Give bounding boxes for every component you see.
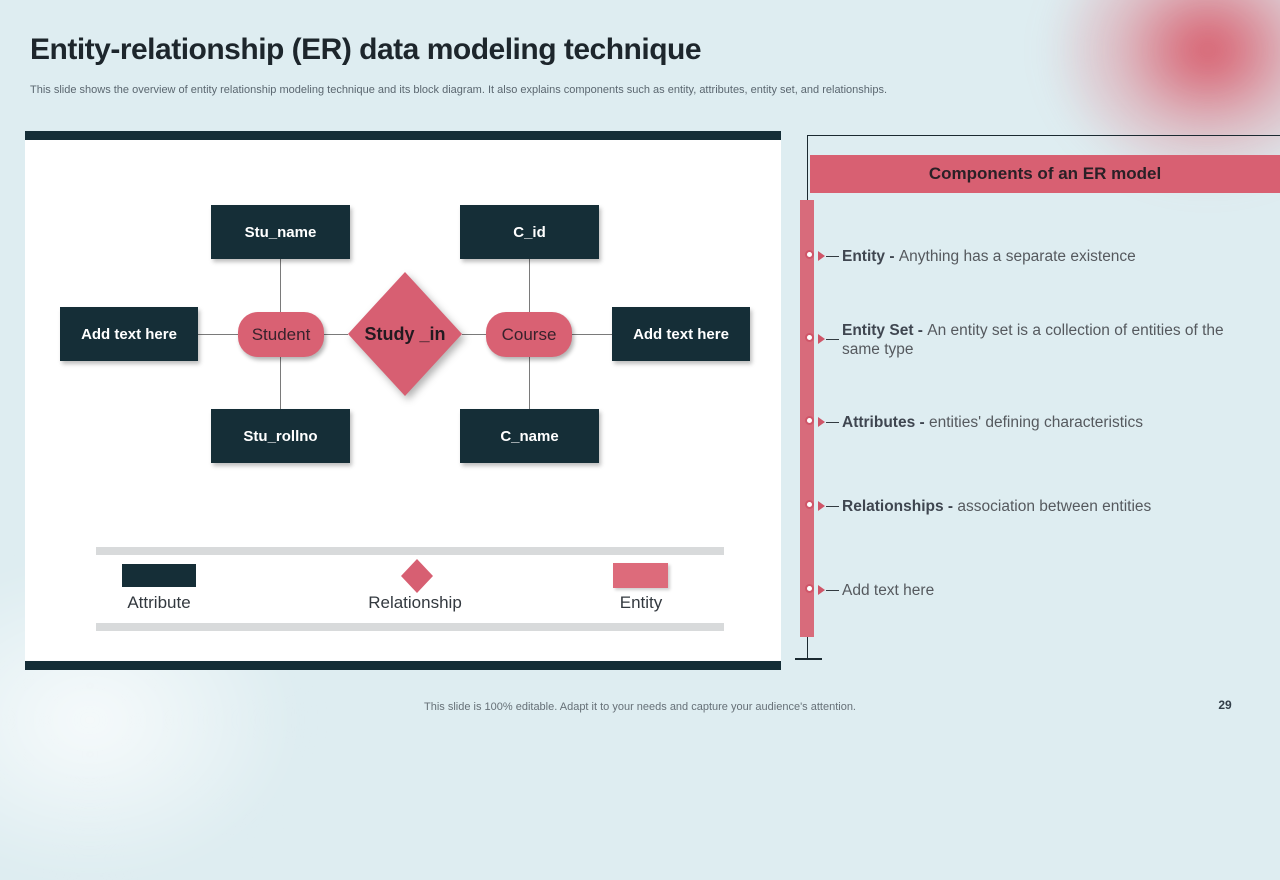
attribute-node-stu-name[interactable]: Stu_name [211, 205, 350, 259]
list-item-entity-set: Entity Set - An entity set is a collecti… [800, 321, 1270, 359]
page-number: 29 [1218, 698, 1232, 712]
entity-node-course[interactable]: Course [486, 312, 572, 357]
attribute-node-c-name[interactable]: C_name [460, 409, 599, 463]
er-diagram-panel: Stu_name C_id Stu_rollno C_name Add text… [25, 131, 781, 670]
list-item-term: Entity Set - [842, 322, 928, 339]
connector-student-relationship [324, 334, 348, 335]
placeholder-box-left[interactable]: Add text here [60, 307, 198, 361]
legend-divider-bottom [96, 623, 724, 631]
components-panel-header: Components of an ER model [810, 155, 1280, 193]
legend-label-attribute: Attribute [127, 593, 191, 612]
timeline-connector-line [826, 339, 839, 340]
components-panel-end-cap [795, 658, 822, 660]
timeline-connector-line [826, 506, 839, 507]
timeline-arrow-icon [818, 501, 825, 511]
entity-node-student[interactable]: Student [238, 312, 324, 357]
panel-bottom-bar [25, 661, 781, 670]
list-item-term: Entity - [842, 248, 899, 265]
timeline-marker-icon [805, 250, 814, 259]
connector-stuname-student [280, 259, 281, 312]
timeline-arrow-icon [818, 417, 825, 427]
slide-description: This slide shows the overview of entity … [30, 84, 888, 96]
timeline-connector-line [826, 256, 839, 257]
timeline-arrow-icon [818, 334, 825, 344]
entity-swatch-icon [613, 563, 668, 588]
list-item-attributes: Attributes - entities' defining characte… [800, 413, 1270, 432]
connector-course-right-placeholder [572, 334, 612, 335]
timeline-marker-icon [805, 500, 814, 509]
connector-left-placeholder-student [198, 334, 238, 335]
list-item-relationships: Relationships - association between enti… [800, 497, 1270, 516]
panel-top-bar [25, 131, 781, 140]
timeline-marker-icon [805, 584, 814, 593]
page-title: Entity-relationship (ER) data modeling t… [30, 33, 702, 66]
connector-cid-course [529, 259, 530, 312]
list-item-term: Attributes - [842, 414, 929, 431]
connector-course-cname [529, 357, 530, 409]
legend-divider-top [96, 547, 724, 555]
relationship-node-study-in[interactable]: Study _in [348, 272, 462, 396]
relationship-node-wrap: Study _in [348, 272, 462, 396]
relationship-diamond-icon [401, 559, 433, 593]
legend-label-entity: Entity [619, 593, 663, 612]
list-item-description: Anything has a separate existence [898, 248, 1136, 265]
connector-relationship-course [462, 334, 486, 335]
list-item-description: An entity set is a collection of entitie… [842, 322, 1224, 358]
list-item-term: Relationships - [842, 498, 958, 515]
attribute-swatch-icon [122, 564, 196, 587]
footer-note: This slide is 100% editable. Adapt it to… [424, 701, 856, 713]
list-item-description: association between entities [957, 498, 1152, 515]
list-item-entity: Entity - Anything has a separate existen… [800, 247, 1270, 266]
connector-student-sturollno [280, 357, 281, 409]
legend-label-relationship: Relationship [368, 593, 462, 612]
timeline-connector-line [826, 590, 839, 591]
list-item-description: entities' defining characteristics [928, 414, 1144, 431]
placeholder-box-right[interactable]: Add text here [612, 307, 750, 361]
attribute-node-stu-rollno[interactable]: Stu_rollno [211, 409, 350, 463]
components-panel-top-line [807, 135, 1280, 136]
timeline-marker-icon [805, 416, 814, 425]
list-item-description: Add text here [842, 582, 935, 599]
timeline-connector-line [826, 422, 839, 423]
list-item-text[interactable]: Add text here [842, 581, 1242, 600]
timeline-arrow-icon [818, 251, 825, 261]
list-item-text: Entity Set - An entity set is a collecti… [842, 321, 1242, 359]
timeline-marker-icon [805, 333, 814, 342]
attribute-node-c-id[interactable]: C_id [460, 205, 599, 259]
list-item-text: Relationships - association between enti… [842, 497, 1242, 516]
list-item-add-text: Add text here [800, 581, 1270, 600]
timeline-arrow-icon [818, 585, 825, 595]
list-item-text: Entity - Anything has a separate existen… [842, 247, 1242, 266]
list-item-text: Attributes - entities' defining characte… [842, 413, 1242, 432]
